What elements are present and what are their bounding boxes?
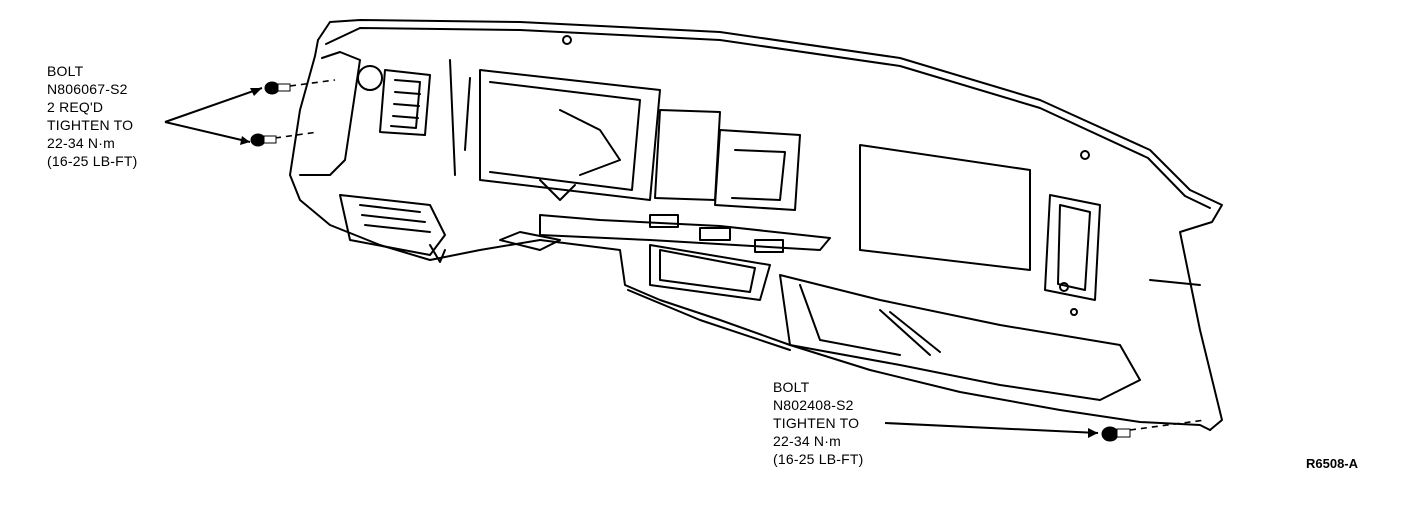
lower-left-duct [339,194,446,256]
left-knob [357,65,383,91]
upper-callout-line: N806067-S2 [47,81,128,97]
cluster-opening [539,214,831,251]
upper-callout-line: 2 REQ'D [47,99,104,115]
upper-callout-line: (16-25 LB-FT) [47,153,138,169]
lower-bolt-callout: BOLT N802408-S2 TIGHTEN TO 22-34 N·m (16… [773,378,864,468]
lower-dash-edge [539,239,1211,431]
center-duct [479,69,661,201]
figure-code: R6508-A [1306,456,1359,471]
upper-bolt-callout: BOLT N806067-S2 2 REQ'D TIGHTEN TO 22-34… [47,62,138,170]
bolt-lower [1101,426,1131,442]
upper-leader-2 [164,121,251,143]
glove-box [779,274,1141,401]
lower-callout-line: TIGHTEN TO [773,415,860,431]
lower-callout-line: N802408-S2 [773,397,854,413]
upper-callout-line: 22-34 N·m [47,135,115,151]
bolt-upper-1 [264,81,291,95]
lower-callout-line: (16-25 LB-FT) [773,451,864,467]
lower-callout-line: BOLT [773,379,810,395]
lower-leader [884,422,1099,434]
panel-left-end [289,39,541,261]
lower-callout-line: 22-34 N·m [773,433,841,449]
left-vent [379,69,431,136]
upper-callout-line: TIGHTEN TO [47,117,134,133]
upper-callout-line: BOLT [47,63,84,79]
upper-leader-1 [164,87,263,123]
right-panel-box [859,144,1031,271]
bolt-upper-2 [250,133,277,147]
crash-pad-outline [317,19,1223,431]
